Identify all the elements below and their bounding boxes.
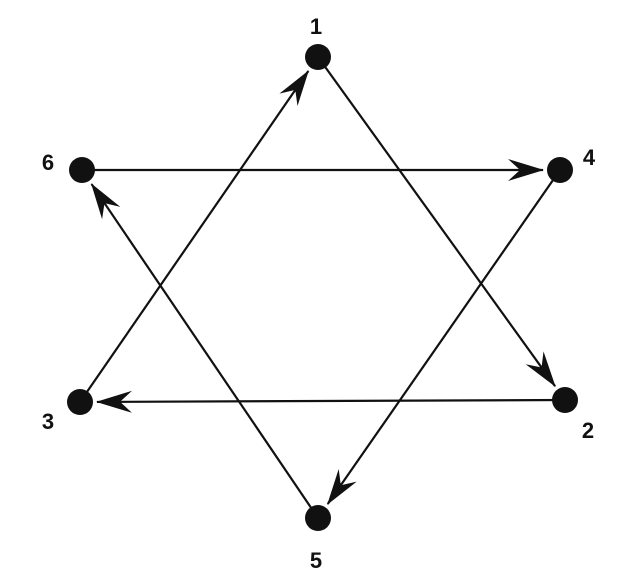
- edge-1-to-2: [317, 56, 556, 387]
- arrowhead-1-to-2: [525, 351, 556, 387]
- node-label-2: 2: [582, 418, 594, 443]
- arrowhead-6-to-4: [508, 159, 544, 181]
- edge-4-to-5: [326, 169, 561, 505]
- edge-3-to-1: [79, 70, 310, 403]
- node-6: [69, 157, 95, 183]
- arrowhead-3-to-1: [279, 70, 309, 106]
- edge-2-to-3: [96, 398, 566, 404]
- node-label-5: 5: [310, 548, 322, 572]
- node-label-1: 1: [310, 14, 322, 39]
- node-2: [552, 387, 578, 413]
- node-label-6: 6: [42, 150, 54, 175]
- arrowhead-2-to-3: [96, 390, 132, 413]
- node-4: [547, 157, 573, 183]
- node-1: [305, 44, 331, 70]
- arrowhead-4-to-5: [327, 469, 357, 505]
- node-5: [305, 505, 331, 531]
- edge-5-to-6: [90, 183, 319, 519]
- arrowhead-5-to-6: [91, 183, 121, 220]
- node-label-4: 4: [583, 145, 596, 170]
- node-3: [67, 389, 93, 415]
- node-label-3: 3: [42, 409, 54, 434]
